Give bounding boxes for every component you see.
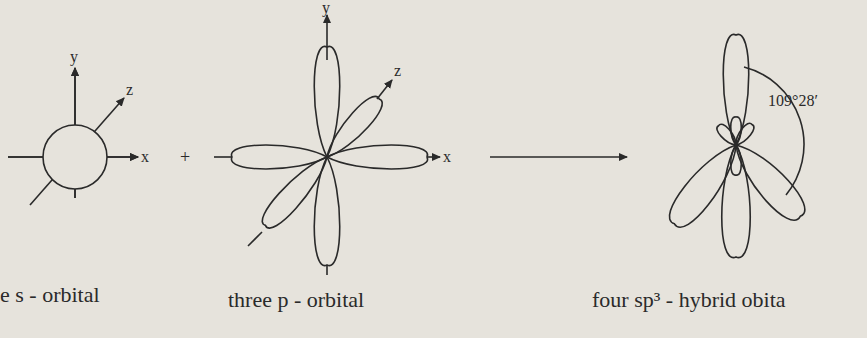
axis-line: [74, 189, 76, 198]
axis-line: [377, 80, 392, 99]
p-orbital-lobe: [314, 46, 340, 157]
axis-line: [326, 265, 328, 275]
axis-label: x: [443, 149, 451, 165]
p-orbital-lobe: [314, 157, 340, 266]
axis-line: [326, 15, 328, 60]
caption-label: three p - orbital: [228, 289, 364, 311]
p-orbital-lobe: [257, 149, 336, 233]
reaction-arrow: [490, 156, 627, 158]
axis-line: [107, 156, 138, 158]
axis-line: [8, 156, 43, 158]
axis-line: [30, 98, 124, 205]
sp3-lobe: [722, 145, 751, 258]
axis-line: [248, 232, 262, 246]
p-orbital-lobe: [231, 145, 327, 169]
angle-arc: [744, 67, 804, 195]
axis-label: y: [70, 49, 78, 65]
sp3-back-lobe: [731, 145, 742, 175]
axis-label: x: [141, 149, 149, 165]
axis-label: z: [126, 82, 133, 98]
s-orbital: [43, 125, 107, 189]
axis-label: y: [322, 0, 330, 16]
sp3-lobe: [662, 136, 748, 234]
axis-line: [427, 156, 440, 158]
axis-line: [74, 68, 76, 125]
axis-label: z: [394, 63, 401, 79]
caption-label: e s - orbital: [0, 284, 100, 306]
axis-line: [214, 156, 232, 158]
sp3-lobe: [725, 135, 812, 227]
plus-sign: +: [180, 148, 190, 166]
caption-label: four sp³ - hybrid obita: [592, 289, 786, 311]
p-orbital-lobe: [319, 92, 387, 164]
angle-label: 109°28′: [768, 93, 818, 109]
